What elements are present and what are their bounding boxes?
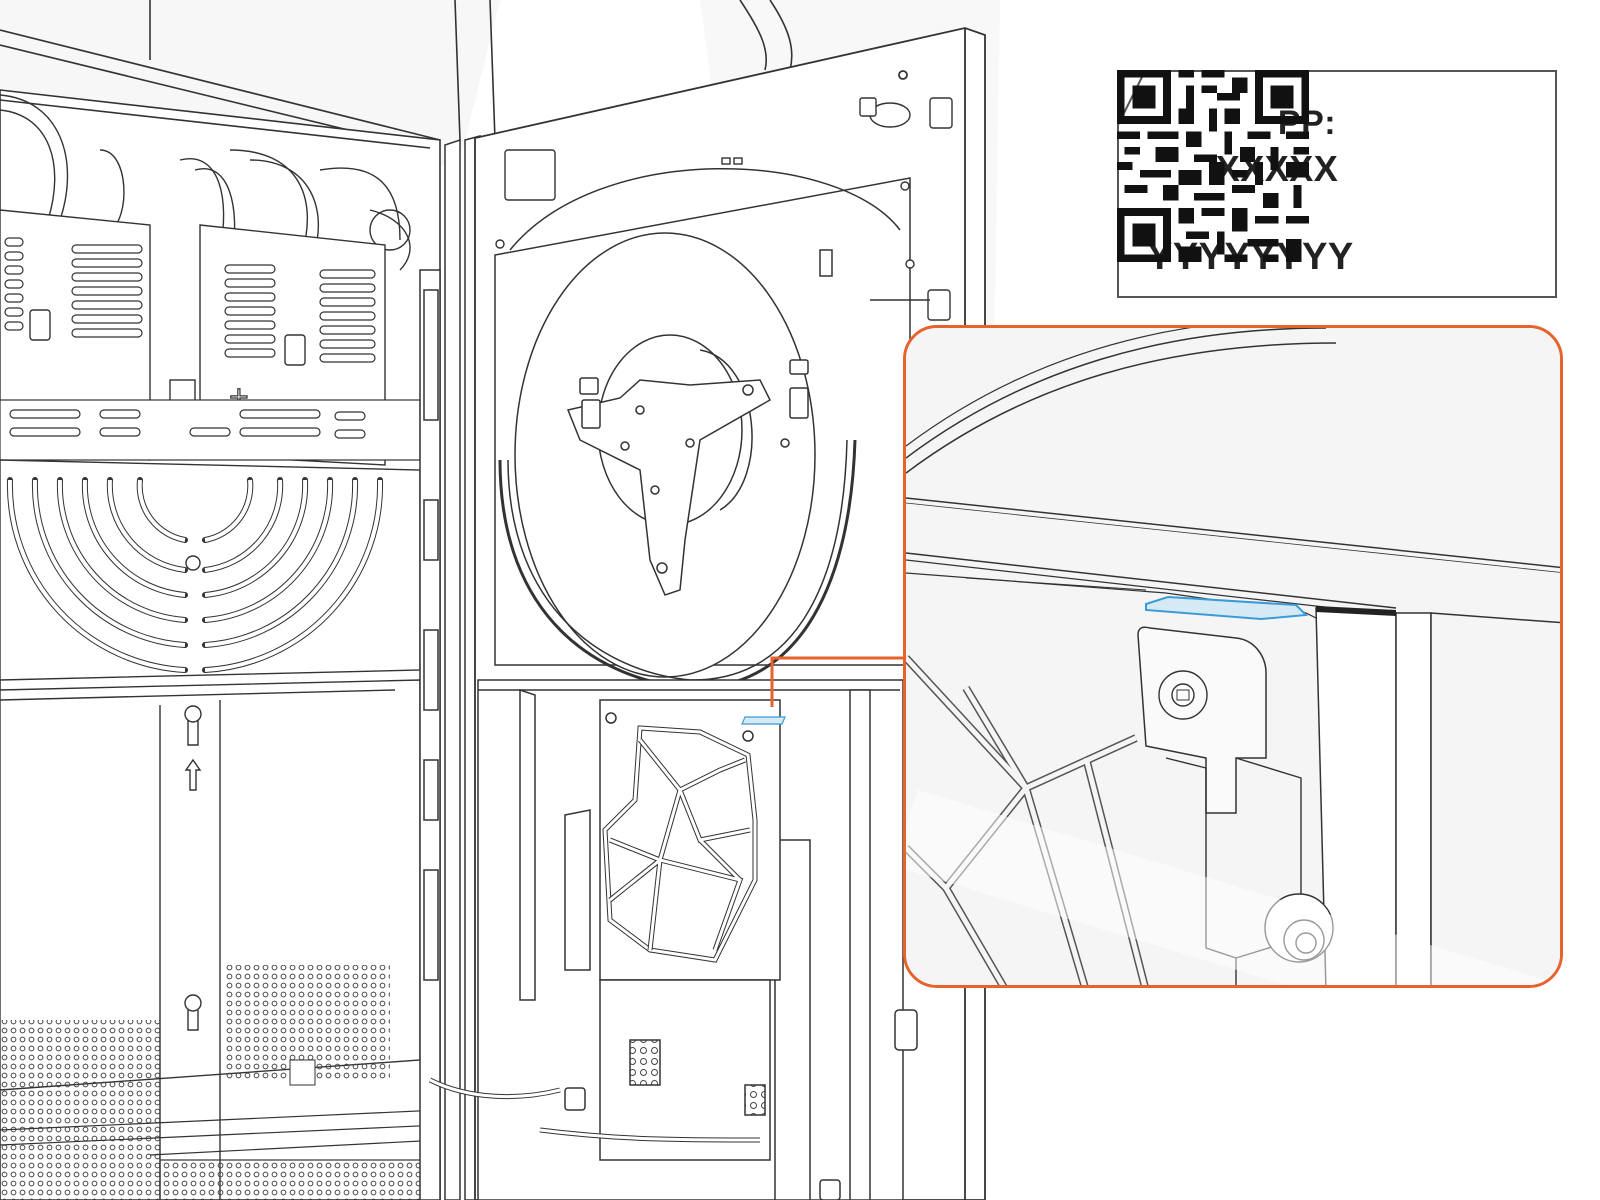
magnified-callout: [903, 325, 1563, 988]
psu-module-left: [0, 209, 151, 461]
cabinet-rails: [419, 135, 481, 1200]
drive-bracket: [428, 679, 918, 1200]
vent-bar: [0, 399, 421, 461]
perforated-grille: [0, 1020, 160, 1200]
door-connectors: [495, 97, 953, 321]
blue-pull-tab: [741, 716, 786, 725]
cables: [0, 94, 411, 271]
fan-grille: [0, 459, 421, 681]
callout-detail-drawing: [906, 328, 1560, 985]
blue-tab-magnified: [1145, 595, 1309, 621]
callout-leader-line: [770, 656, 905, 707]
part-label: PP: XXXXX YYYYYYYY: [1117, 70, 1557, 298]
fan-housing: [494, 168, 911, 690]
bottom-rails: [0, 1109, 441, 1200]
qr-code-icon: [1117, 70, 1309, 262]
